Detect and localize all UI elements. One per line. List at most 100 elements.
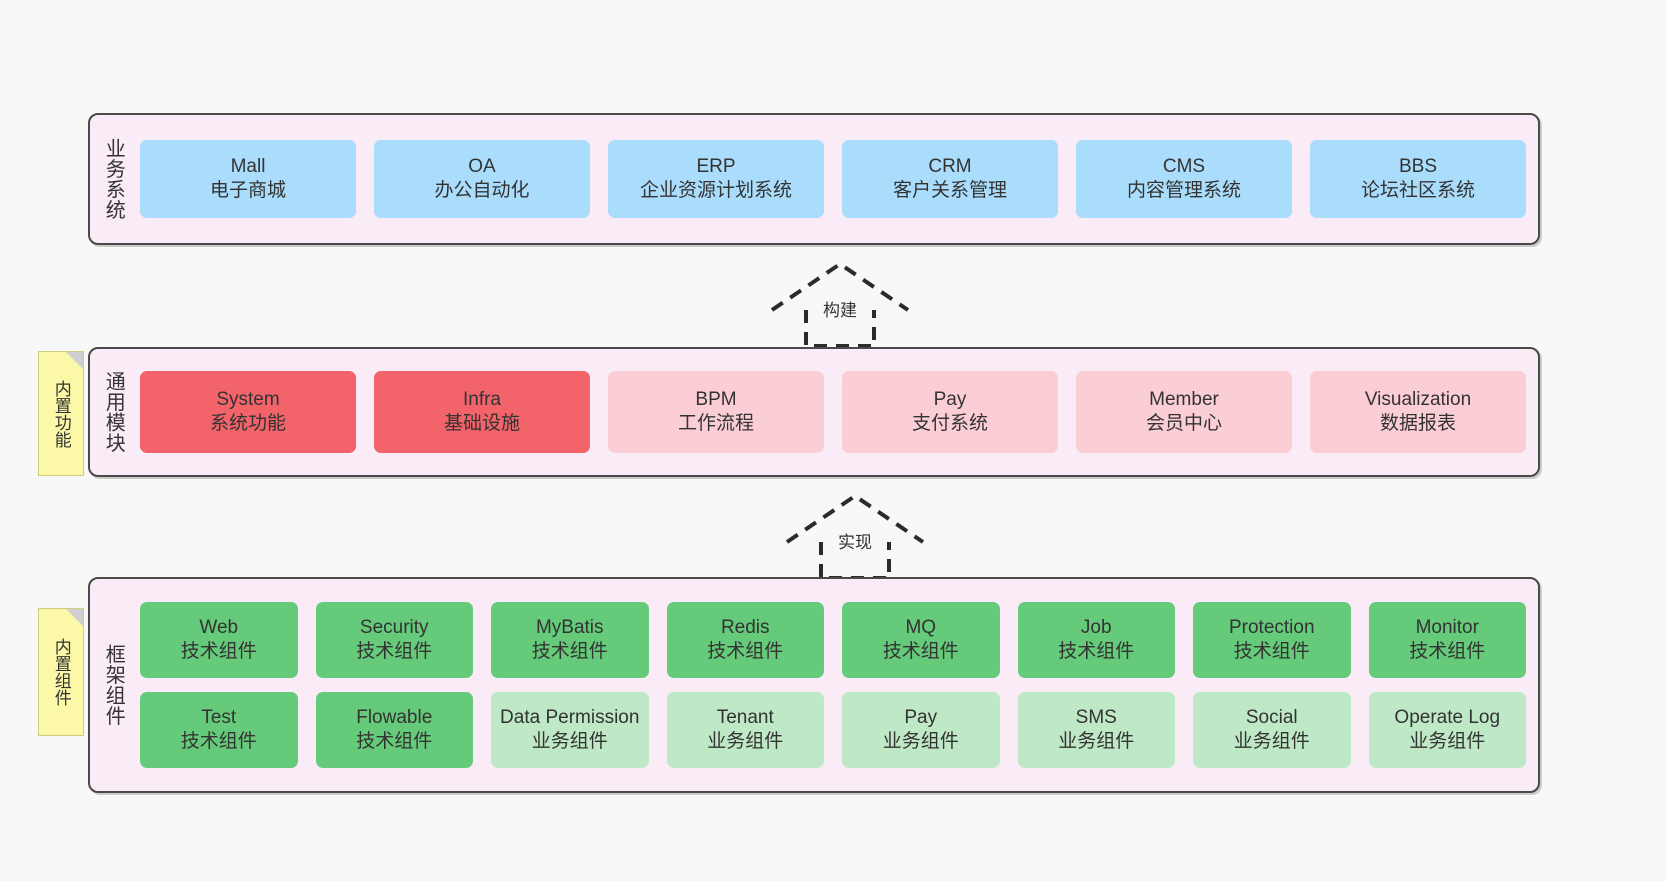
- node-label-cn: 业务组件: [531, 731, 608, 752]
- node-erp[interactable]: ERP 企业资源计划系统: [608, 140, 824, 218]
- sticky-note-label: 内置组件: [51, 638, 71, 706]
- node-label-en: Test: [201, 706, 237, 728]
- node-label-cn: 内容管理系统: [1126, 180, 1241, 201]
- node-crm[interactable]: CRM 客户关系管理: [842, 140, 1058, 218]
- node-label-en: Monitor: [1415, 616, 1479, 638]
- node-label-en: Protection: [1228, 616, 1315, 638]
- node-label-en: Mall: [230, 155, 266, 177]
- node-label-cn: 技术组件: [180, 641, 257, 662]
- node-label-cn: 业务组件: [1233, 731, 1310, 752]
- node-infra[interactable]: Infra 基础设施: [374, 371, 590, 453]
- node-pay-module[interactable]: Pay 支付系统: [842, 371, 1058, 453]
- arrow-build: 构建: [760, 258, 920, 348]
- node-label-cn: 电子商城: [209, 180, 286, 201]
- node-label-en: BBS: [1398, 155, 1438, 177]
- node-label-cn: 技术组件: [1409, 641, 1486, 662]
- node-label-cn: 技术组件: [1058, 641, 1135, 662]
- node-flowable[interactable]: Flowable 技术组件: [315, 692, 473, 768]
- node-grid-business: Mall 电子商城 OA 办公自动化 ERP 企业资源计划系统 CRM 客户关系…: [140, 140, 1526, 218]
- arrow-label-build: 构建: [820, 296, 860, 321]
- node-bpm[interactable]: BPM 工作流程: [608, 371, 824, 453]
- node-mall[interactable]: Mall 电子商城: [140, 140, 356, 218]
- node-label-en: Flowable: [356, 706, 433, 728]
- node-bbs[interactable]: BBS 论坛社区系统: [1310, 140, 1526, 218]
- node-pay-component[interactable]: Pay 业务组件: [842, 692, 1000, 768]
- node-label-en: Infra: [462, 388, 502, 410]
- node-test[interactable]: Test 技术组件: [140, 692, 298, 768]
- node-label-en: Operate Log: [1394, 706, 1501, 728]
- node-label-en: CMS: [1162, 155, 1206, 177]
- node-job[interactable]: Job 技术组件: [1017, 602, 1175, 678]
- node-sms[interactable]: SMS 业务组件: [1017, 692, 1175, 768]
- layer-body-framework: Web 技术组件 Security 技术组件 MyBatis 技术组件 Redi…: [136, 579, 1538, 791]
- node-label-cn: 工作流程: [677, 413, 754, 434]
- node-label-cn: 会员中心: [1145, 413, 1222, 434]
- node-label-cn: 业务组件: [882, 731, 959, 752]
- node-row: Web 技术组件 Security 技术组件 MyBatis 技术组件 Redi…: [140, 602, 1526, 678]
- node-label-en: SMS: [1075, 706, 1117, 728]
- node-label-en: MyBatis: [535, 616, 604, 638]
- layer-business-system: 业务系统 Mall 电子商城 OA 办公自动化 ERP 企业资源计划系统: [88, 113, 1540, 245]
- sticky-note-builtin-features: 内置功能: [38, 351, 84, 476]
- node-protection[interactable]: Protection 技术组件: [1193, 602, 1351, 678]
- node-label-en: Pay: [933, 388, 967, 410]
- node-security[interactable]: Security 技术组件: [315, 602, 473, 678]
- node-label-en: Redis: [720, 616, 770, 638]
- node-label-en: Tenant: [716, 706, 774, 728]
- node-label-en: Member: [1149, 388, 1219, 410]
- node-grid-framework: Web 技术组件 Security 技术组件 MyBatis 技术组件 Redi…: [140, 602, 1526, 768]
- node-tenant[interactable]: Tenant 业务组件: [666, 692, 824, 768]
- node-label-cn: 论坛社区系统: [1360, 180, 1475, 201]
- node-label-cn: 系统功能: [209, 413, 286, 434]
- node-label-en: Job: [1080, 616, 1112, 638]
- node-label-en: Visualization: [1364, 388, 1472, 410]
- arrow-realize: 实现: [775, 490, 935, 580]
- node-label-cn: 业务组件: [1058, 731, 1135, 752]
- node-row: Mall 电子商城 OA 办公自动化 ERP 企业资源计划系统 CRM 客户关系…: [140, 140, 1526, 218]
- node-oa[interactable]: OA 办公自动化: [374, 140, 590, 218]
- node-label-cn: 基础设施: [443, 413, 520, 434]
- node-label-en: OA: [468, 155, 496, 177]
- node-data-permission[interactable]: Data Permission 业务组件: [491, 692, 649, 768]
- node-label-en: MQ: [905, 616, 937, 638]
- node-label-cn: 技术组件: [531, 641, 608, 662]
- layer-common-modules: 通用模块 System 系统功能 Infra 基础设施 BPM 工作流程: [88, 347, 1540, 477]
- node-label-cn: 支付系统: [911, 413, 988, 434]
- node-label-cn: 技术组件: [356, 731, 433, 752]
- node-label-cn: 技术组件: [707, 641, 784, 662]
- node-label-en: Pay: [904, 706, 938, 728]
- sticky-note-builtin-components: 内置组件: [38, 608, 84, 736]
- arrow-label-realize: 实现: [835, 528, 875, 553]
- node-social[interactable]: Social 业务组件: [1193, 692, 1351, 768]
- node-label-cn: 数据报表: [1379, 413, 1456, 434]
- node-monitor[interactable]: Monitor 技术组件: [1368, 602, 1526, 678]
- node-label-en: CRM: [928, 155, 972, 177]
- node-member[interactable]: Member 会员中心: [1076, 371, 1292, 453]
- node-redis[interactable]: Redis 技术组件: [666, 602, 824, 678]
- layer-body-business: Mall 电子商城 OA 办公自动化 ERP 企业资源计划系统 CRM 客户关系…: [136, 115, 1538, 243]
- layer-title-framework: 框架组件: [102, 644, 125, 726]
- node-operate-log[interactable]: Operate Log 业务组件: [1368, 692, 1526, 768]
- node-visualization[interactable]: Visualization 数据报表: [1310, 371, 1526, 453]
- node-label-cn: 客户关系管理: [892, 180, 1007, 201]
- node-label-cn: 技术组件: [1233, 641, 1310, 662]
- node-row: System 系统功能 Infra 基础设施 BPM 工作流程 Pay 支付系统: [140, 371, 1526, 453]
- sticky-note-label: 内置功能: [51, 379, 71, 448]
- node-label-en: Social: [1245, 706, 1298, 728]
- node-label-cn: 技术组件: [356, 641, 433, 662]
- dashed-generalization-arrow-icon: [770, 261, 910, 348]
- layer-title-business: 业务系统: [102, 138, 125, 220]
- node-web[interactable]: Web 技术组件: [140, 602, 298, 678]
- node-row: Test 技术组件 Flowable 技术组件 Data Permission …: [140, 692, 1526, 768]
- node-label-en: Security: [359, 616, 429, 638]
- node-system[interactable]: System 系统功能: [140, 371, 356, 453]
- node-label-cn: 企业资源计划系统: [639, 180, 792, 201]
- layer-body-modules: System 系统功能 Infra 基础设施 BPM 工作流程 Pay 支付系统: [136, 349, 1538, 475]
- layer-framework-components: 框架组件 Web 技术组件 Security 技术组件 MyBatis 技术组件: [88, 577, 1540, 793]
- node-cms[interactable]: CMS 内容管理系统: [1076, 140, 1292, 218]
- node-label-en: Web: [199, 616, 239, 638]
- node-mq[interactable]: MQ 技术组件: [842, 602, 1000, 678]
- node-mybatis[interactable]: MyBatis 技术组件: [491, 602, 649, 678]
- node-label-en: BPM: [695, 388, 737, 410]
